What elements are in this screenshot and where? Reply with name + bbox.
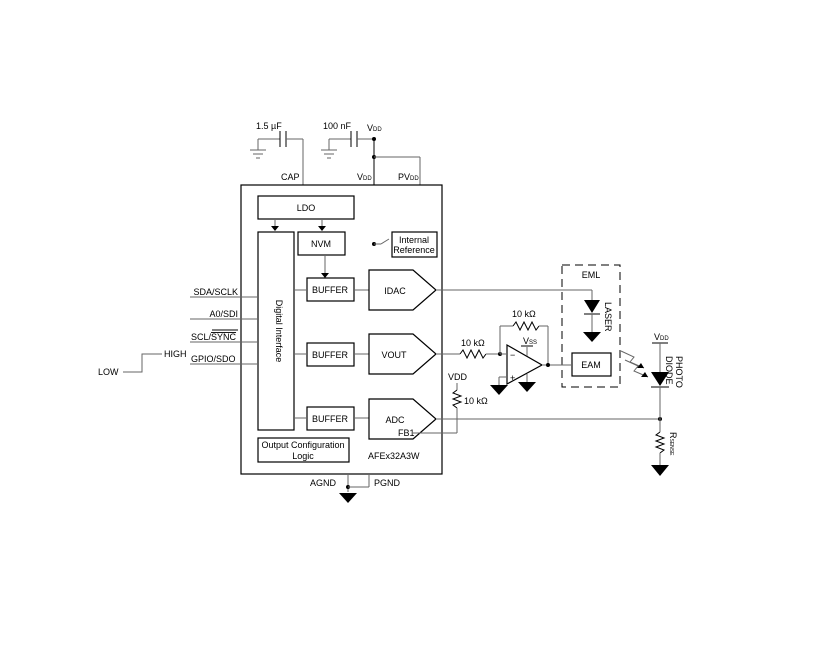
ldo-block bbox=[257, 195, 355, 220]
output-config-label-1: Output Configuration bbox=[261, 440, 344, 450]
internal-reference-label-2: Reference bbox=[393, 245, 435, 255]
gpio-waveform bbox=[123, 353, 162, 373]
ground-icon bbox=[651, 465, 669, 476]
buffer-vout-label: BUFFER bbox=[312, 350, 349, 360]
pin-pgnd: PGND bbox=[374, 478, 401, 488]
pin-a0: A0/SDI bbox=[209, 309, 238, 319]
idac-label: IDAC bbox=[384, 286, 406, 296]
high-label: HIGH bbox=[164, 349, 187, 359]
adc-label: ADC bbox=[385, 415, 405, 425]
photodiode-icon bbox=[651, 372, 669, 386]
ground-icon bbox=[583, 332, 601, 342]
vss-label: VSS bbox=[523, 336, 537, 346]
resistor-input bbox=[459, 348, 487, 360]
idac-block bbox=[368, 269, 437, 311]
internal-reference-block bbox=[391, 231, 438, 258]
eml-label: EML bbox=[582, 270, 601, 280]
capacitor-100nf bbox=[328, 131, 374, 150]
opamp-plus: + bbox=[510, 373, 515, 383]
photo-label: PHOTO bbox=[674, 356, 684, 388]
chip-name: AFEx32A3W bbox=[368, 451, 420, 461]
r-in-label: 10 kΩ bbox=[461, 338, 485, 348]
digital-interface-block bbox=[257, 231, 295, 431]
output-config-label-2: Logic bbox=[292, 451, 314, 461]
pin-pvdd: PVDD bbox=[398, 172, 419, 182]
pin-sda: SDA/SCLK bbox=[193, 287, 238, 297]
ground-icon bbox=[518, 382, 536, 392]
resistor-sense bbox=[654, 431, 666, 454]
cap2-label: 100 nF bbox=[323, 121, 352, 131]
resistor-feedback bbox=[512, 320, 540, 332]
ground-icon bbox=[339, 493, 357, 503]
opamp-minus: − bbox=[510, 350, 515, 360]
internal-reference-label-1: Internal bbox=[399, 235, 429, 245]
cap1-label: 1.5 µF bbox=[256, 121, 282, 131]
ground-icon bbox=[321, 149, 337, 159]
output-config-block bbox=[257, 437, 350, 463]
r-pullup-label: 10 kΩ bbox=[464, 396, 488, 406]
ldo-label: LDO bbox=[297, 203, 316, 213]
opamp-icon bbox=[506, 343, 544, 386]
vout-label: VOUT bbox=[381, 350, 407, 360]
pin-cap: CAP bbox=[281, 172, 300, 182]
vdd-pd-label: VDD bbox=[654, 332, 669, 342]
r-fb-label: 10 kΩ bbox=[512, 309, 536, 319]
digital-interface-label: Digital Interface bbox=[274, 300, 284, 363]
buffer-idac-label: BUFFER bbox=[312, 285, 349, 295]
rsense-label: RSENSE bbox=[668, 432, 678, 456]
vdd-pullup-label: VDD bbox=[448, 372, 468, 382]
pin-vdd: VDD bbox=[357, 172, 372, 182]
diode-label: DIODE bbox=[664, 356, 674, 385]
ground-icon bbox=[490, 385, 508, 395]
resistor-pullup bbox=[451, 389, 463, 409]
nvm-block bbox=[297, 231, 346, 256]
light-arrows-icon bbox=[620, 350, 649, 378]
vdd-top-label: VDD bbox=[367, 123, 382, 133]
pin-scl: SCL/SYNC bbox=[191, 332, 237, 342]
buffer-adc-label: BUFFER bbox=[312, 414, 349, 424]
nvm-label: NVM bbox=[311, 239, 331, 249]
laser-diode-icon bbox=[584, 300, 600, 313]
pin-agnd: AGND bbox=[310, 478, 337, 488]
ground-icon bbox=[250, 149, 266, 159]
eml-box bbox=[561, 264, 621, 388]
pin-gpio: GPIO/SDO bbox=[191, 354, 236, 364]
capacitor-1-5uf bbox=[257, 131, 304, 185]
fb1-label: FB1 bbox=[398, 428, 415, 438]
vout-block bbox=[368, 333, 437, 375]
eam-label: EAM bbox=[581, 360, 601, 370]
adc-block bbox=[368, 398, 437, 440]
low-label: LOW bbox=[98, 367, 119, 377]
laser-label: LASER bbox=[603, 302, 613, 332]
